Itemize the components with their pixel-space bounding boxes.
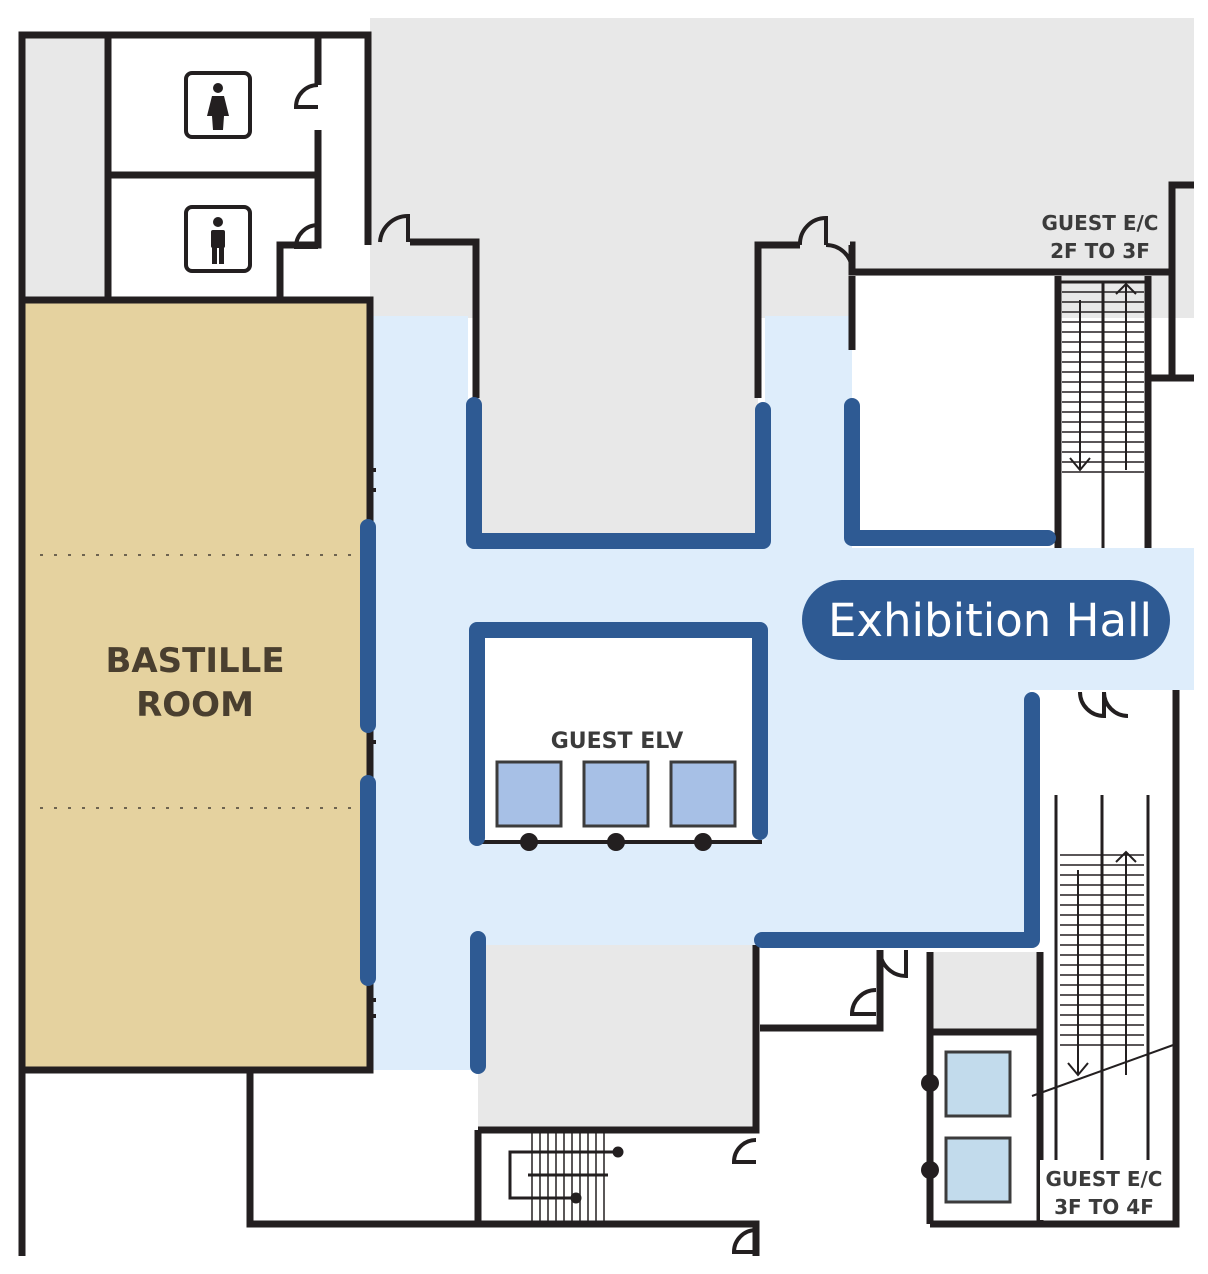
exhibition-hall-callout[interactable]: Exhibition Hall [802, 580, 1170, 660]
service-elevator-car-1 [944, 1050, 1012, 1118]
exhibition-hall-label: Exhibition Hall [828, 594, 1152, 647]
route-path [360, 397, 1056, 1074]
elevator-car-3 [669, 760, 737, 828]
escalator-3f-4f [1031, 795, 1177, 1160]
corridor-notch-gray [478, 240, 758, 540]
guest-elevator-label: GUEST ELV [551, 729, 684, 754]
escalator-2f-3f [1058, 280, 1148, 548]
escalator-upper-label-bg [1034, 206, 1166, 268]
service-stair [508, 1132, 624, 1222]
service-elevators [921, 1050, 1012, 1204]
service-area-lower [478, 932, 756, 1130]
route-area [372, 316, 1194, 1070]
service-area-right-lower [930, 952, 1040, 1032]
escalator-lower-label-line1: GUEST E/C [1046, 1167, 1163, 1191]
route-wall-lower-right [754, 692, 1040, 948]
route-wall-elevator-block [469, 622, 768, 846]
man-icon [184, 205, 252, 273]
service-area-top-left [22, 35, 108, 297]
elevator-car-1 [495, 760, 563, 828]
route-wall-upper-right [844, 398, 1056, 546]
lower-stair-room [478, 1130, 756, 1224]
escalator-lower-label-line2: 3F TO 4F [1054, 1195, 1154, 1219]
bastille-room-label-line1: BASTILLE [105, 641, 284, 681]
escalator-upper-label-line1: GUEST E/C [1042, 211, 1159, 235]
door-swings [293, 83, 1129, 1254]
woman-icon [184, 71, 252, 139]
elevator-cars [495, 760, 737, 828]
service-elevator-car-2 [944, 1136, 1012, 1204]
exhibition-hall-badge[interactable] [802, 580, 1170, 660]
route-wall-notch [466, 397, 771, 549]
escalator-upper-label-line2: 2F TO 3F [1050, 239, 1150, 263]
elevator-car-2 [582, 760, 650, 828]
upper-right-room [852, 276, 1058, 544]
elevator-call-buttons [520, 833, 712, 851]
lower-left-room [22, 1070, 250, 1256]
bastille-room-label-line2: ROOM [136, 685, 254, 725]
escalator-lower-label-bg [1040, 1160, 1172, 1220]
walls [18, 31, 1194, 1256]
